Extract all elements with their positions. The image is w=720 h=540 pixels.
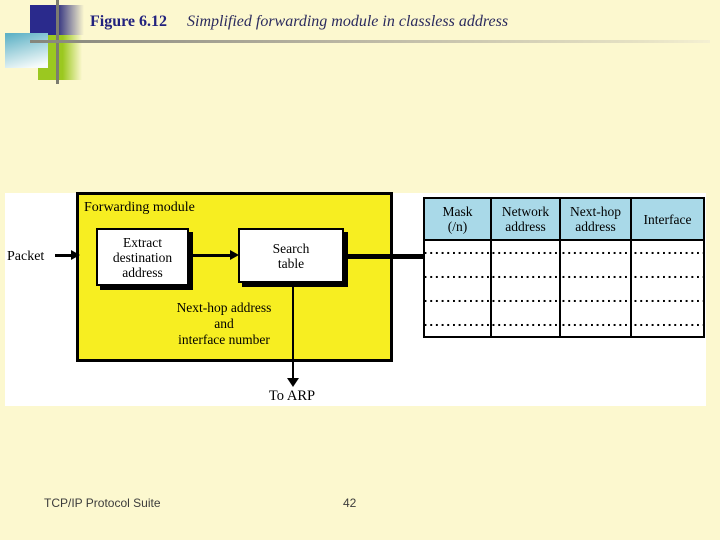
table-cell: .............. — [561, 288, 632, 313]
table-cell: .............. — [561, 264, 632, 289]
header-line: address — [575, 219, 616, 234]
table-row: .............. .............. ..........… — [425, 288, 703, 313]
table-cell: .............. — [492, 312, 561, 336]
title-underline — [30, 40, 710, 43]
routing-table-header-row: Mask (/n) Network address Next-hop addre… — [425, 199, 703, 241]
figure-label: Figure 6.12 — [90, 13, 168, 30]
column-header-mask: Mask (/n) — [425, 199, 492, 239]
to-arp-label: To ARP — [268, 388, 316, 404]
column-header-next-hop-address: Next-hop address — [561, 199, 632, 239]
deco-teal-square — [5, 33, 48, 68]
column-header-network-address: Network address — [492, 199, 561, 239]
table-cell: .............. — [632, 312, 703, 336]
next-hop-output-note: Next-hop address and interface number — [146, 300, 302, 348]
dotted-entry: .............. — [632, 315, 703, 329]
dotted-entry: .............. — [561, 315, 632, 329]
table-row: .............. .............. ..........… — [425, 241, 703, 265]
table-cell: .............. — [425, 264, 492, 289]
table-row: .............. .............. ..........… — [425, 312, 703, 336]
to-arp-arrow-line — [292, 283, 294, 378]
table-cell: .............. — [425, 312, 492, 336]
packet-label: Packet — [7, 249, 45, 264]
table-cell: .............. — [561, 312, 632, 336]
header-line: address — [505, 219, 546, 234]
table-cell: .............. — [425, 288, 492, 313]
extract-to-search-arrowhead-icon — [230, 250, 239, 260]
dotted-entry: .............. — [632, 268, 703, 282]
search-to-table-connector — [345, 254, 423, 259]
header-line: (/n) — [447, 219, 468, 234]
to-arp-arrowhead-icon — [287, 378, 299, 387]
figure-title: Simplified forwarding module in classles… — [187, 13, 509, 30]
table-cell: .............. — [632, 265, 703, 289]
dotted-entry: .............. — [492, 291, 560, 305]
extract-box-line: address — [122, 264, 163, 280]
table-cell: .............. — [492, 288, 561, 313]
table-row: .............. .............. ..........… — [425, 264, 703, 289]
footer-title: TCP/IP Protocol Suite — [44, 496, 161, 510]
header-line: Interface — [643, 211, 692, 227]
header-line: Next-hop — [570, 204, 621, 219]
slide-number: 42 — [343, 496, 357, 510]
dotted-entry: .............. — [561, 291, 632, 305]
extract-to-search-arrow-line — [189, 254, 230, 257]
packet-arrow-line — [55, 254, 71, 257]
output-note-line: and — [214, 316, 234, 331]
deco-navy-fade-square — [59, 5, 84, 35]
search-table-box: Search table — [238, 228, 344, 283]
dotted-entry: .............. — [425, 244, 492, 258]
dotted-entry: .............. — [425, 315, 492, 329]
dotted-entry: .............. — [492, 315, 560, 329]
dotted-entry: .............. — [632, 244, 703, 258]
dotted-entry: .............. — [425, 291, 492, 305]
search-box-line: Search — [272, 240, 310, 256]
header-line: Network — [501, 204, 550, 219]
extract-box-line: destination — [112, 249, 173, 265]
table-cell: .............. — [632, 241, 703, 265]
table-cell: .............. — [492, 241, 561, 265]
packet-arrowhead-icon — [71, 250, 80, 260]
dotted-entry: .............. — [425, 268, 492, 282]
forwarding-module-label: Forwarding module — [84, 200, 195, 215]
table-cell: .............. — [425, 241, 492, 265]
column-header-interface: Interface — [632, 199, 703, 239]
output-note-line: Next-hop address — [176, 300, 272, 315]
dotted-entry: .............. — [561, 244, 632, 258]
table-cell: .............. — [561, 241, 632, 265]
extract-box-line: Extract — [123, 234, 162, 250]
output-note-line: interface number — [178, 332, 270, 347]
dotted-entry: .............. — [632, 291, 703, 305]
table-cell: .............. — [632, 289, 703, 313]
extract-destination-address-box: Extract destination address — [96, 228, 189, 286]
routing-table: Mask (/n) Network address Next-hop addre… — [423, 197, 705, 338]
table-cell: .............. — [492, 264, 561, 289]
dotted-entry: .............. — [561, 268, 632, 282]
search-box-line: table — [277, 255, 305, 271]
dotted-entry: .............. — [492, 268, 560, 282]
dotted-entry: .............. — [492, 244, 560, 258]
routing-table-body: .............. .............. ..........… — [425, 241, 703, 336]
deco-navy-square — [30, 5, 57, 35]
header-line: Mask — [442, 204, 473, 219]
